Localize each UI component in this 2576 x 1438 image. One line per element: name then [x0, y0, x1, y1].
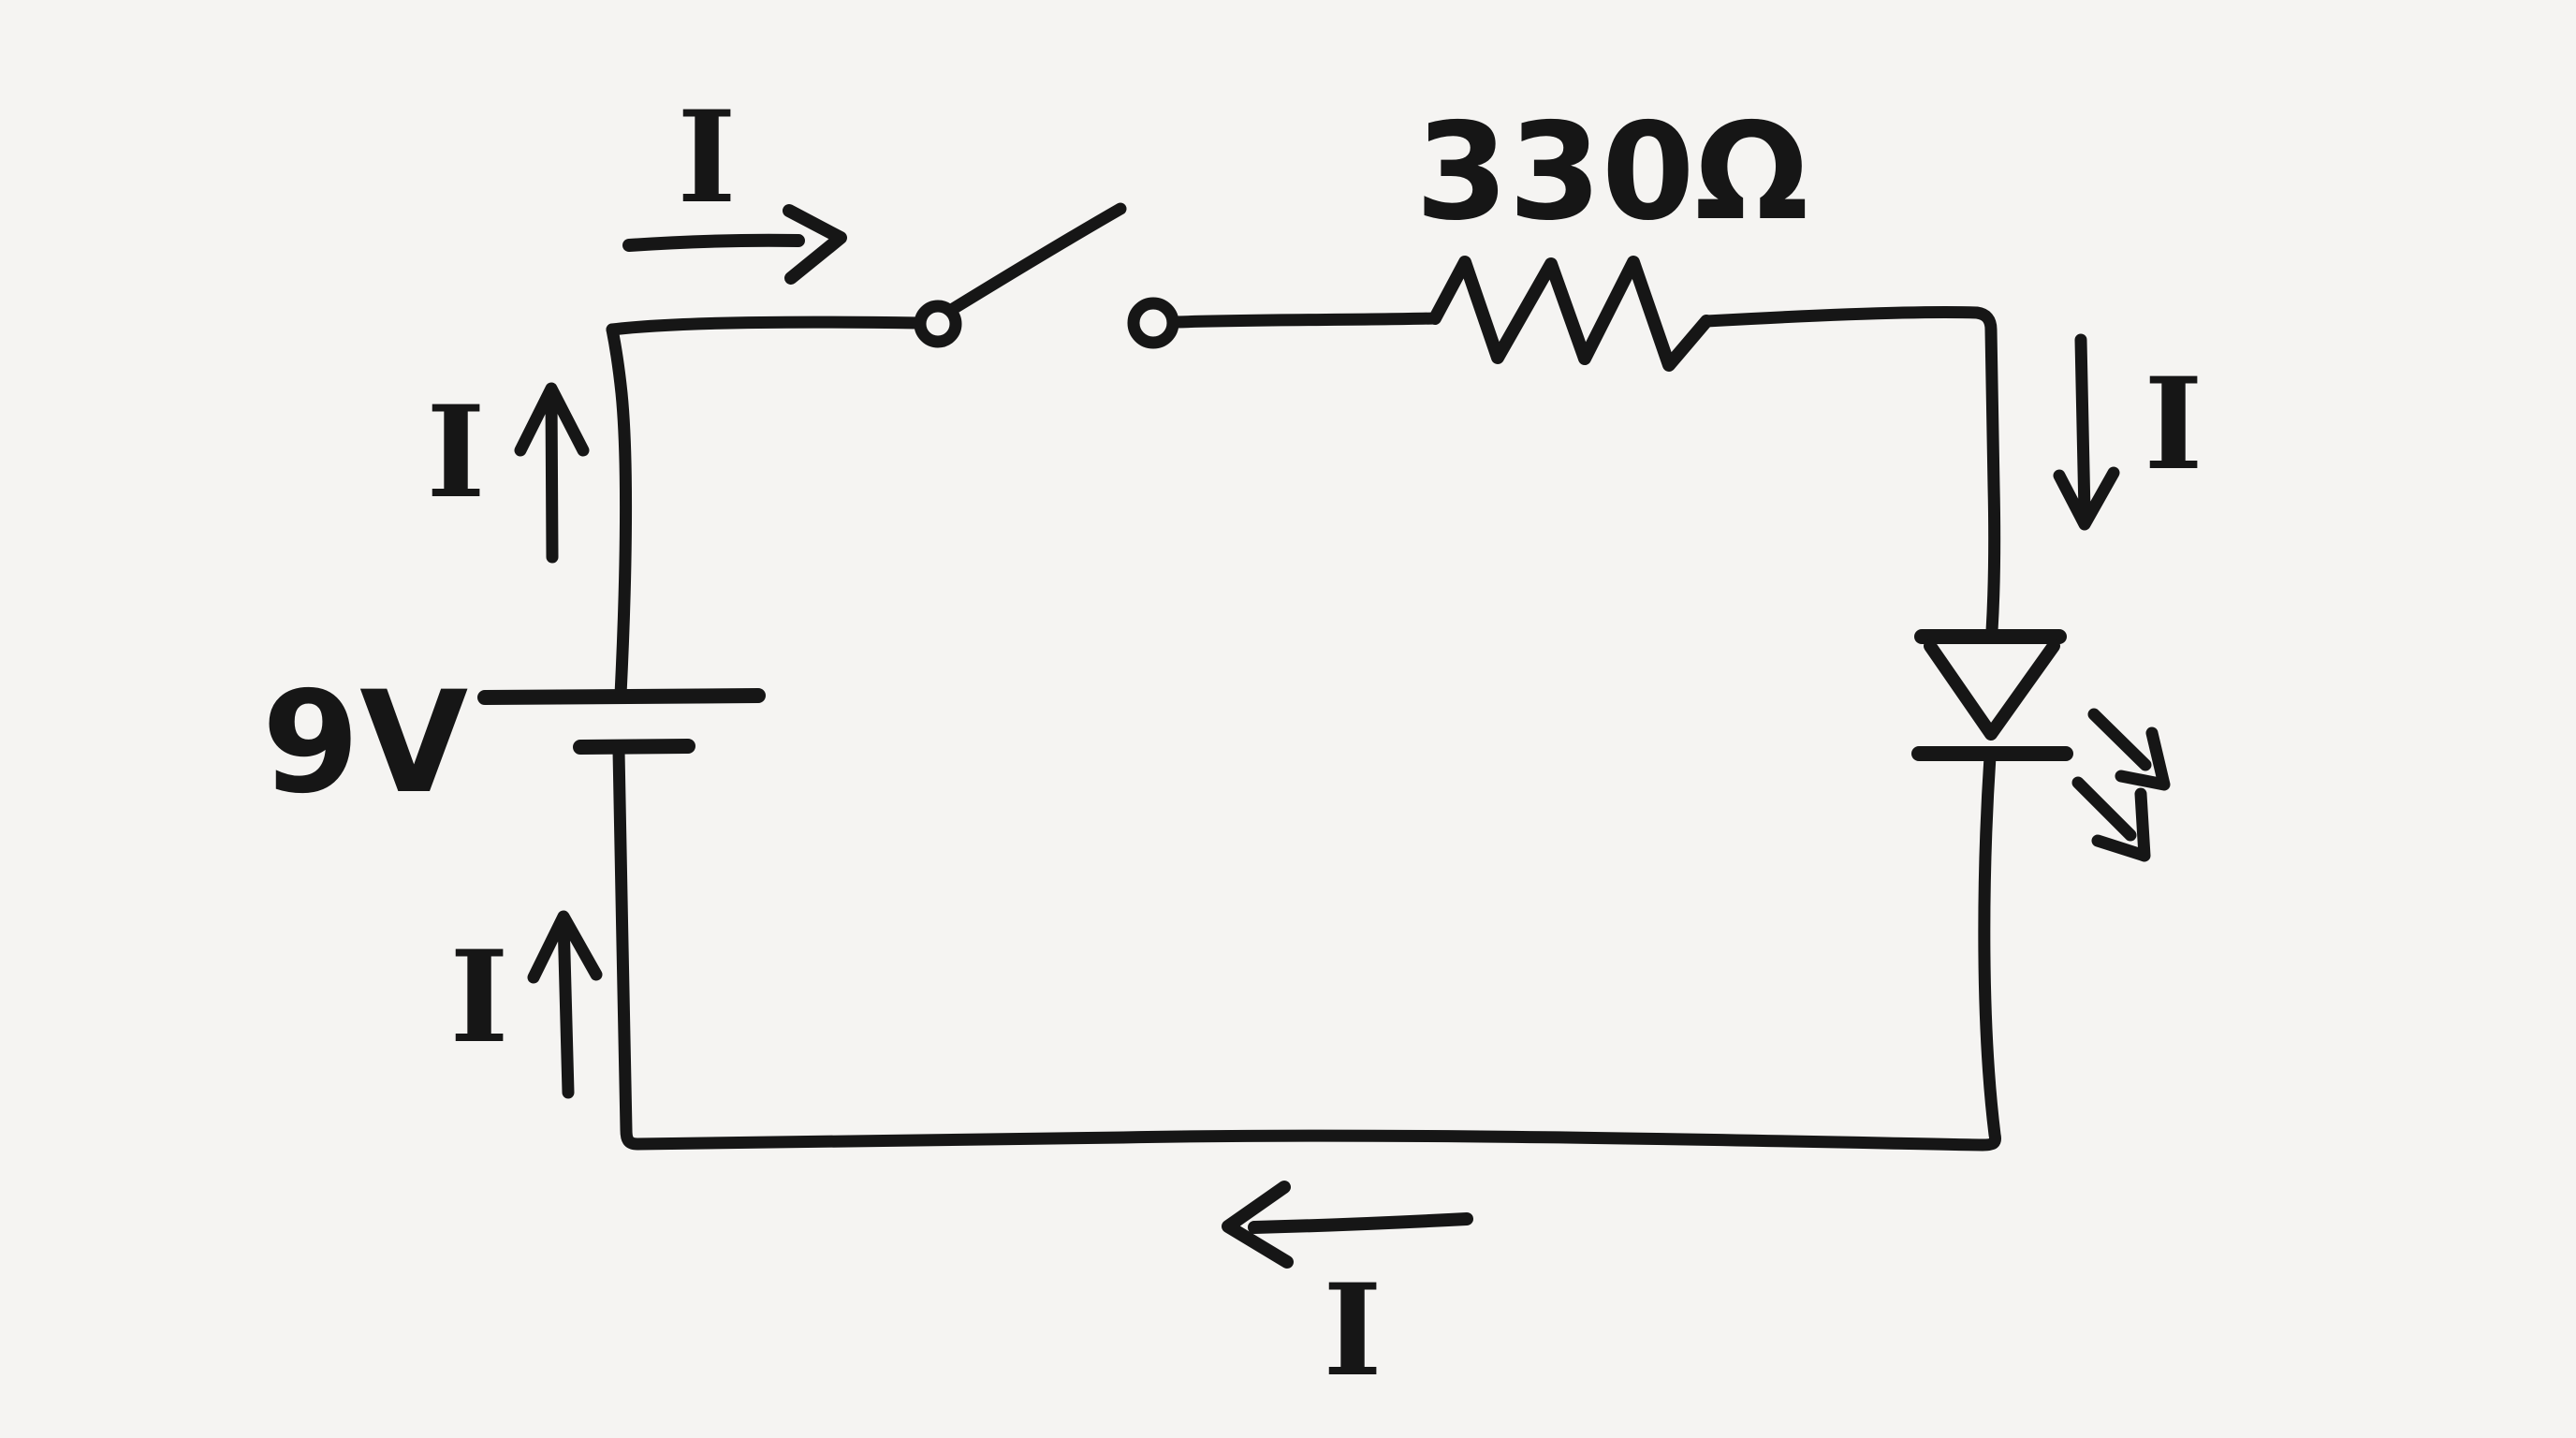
current-label-bottom: I — [1323, 1255, 1382, 1404]
wire-switch-to-resistor — [1169, 312, 1442, 329]
led-light-arrow-2-icon — [2071, 776, 2151, 862]
battery-short-plate — [573, 739, 695, 755]
current-label-right: I — [2144, 349, 2203, 498]
current-label-left-upper: I — [426, 377, 485, 526]
circuit-wires — [606, 305, 2002, 1152]
current-annotation-left-lower: I — [449, 910, 603, 1099]
current-arrow-right-icon — [622, 204, 847, 285]
current-label-left-lower: I — [449, 922, 508, 1071]
wire-right-upper — [1700, 305, 2001, 638]
battery-symbol: 9V — [262, 662, 766, 825]
wire-top — [606, 315, 926, 336]
current-annotation-right: I — [2053, 333, 2203, 531]
switch-terminal-left — [914, 300, 962, 348]
battery-voltage-label: 9V — [262, 662, 468, 825]
battery-long-plate — [477, 688, 766, 705]
current-annotation-left-upper: I — [426, 377, 590, 564]
led-light-arrows — [2071, 708, 2171, 862]
current-arrow-up-lower-icon — [527, 910, 603, 1099]
current-arrow-up-icon — [514, 382, 590, 564]
current-arrow-down-icon — [2053, 333, 2120, 531]
led-light-arrow-1-icon — [2087, 708, 2171, 791]
current-arrow-left-icon — [1222, 1181, 1473, 1269]
wire-left-upper — [606, 323, 633, 701]
current-annotation-top: I — [622, 82, 847, 285]
current-annotation-bottom: I — [1222, 1181, 1473, 1404]
resistor-zigzag — [1428, 256, 1713, 372]
led-triangle — [1924, 639, 2060, 741]
current-label-top: I — [677, 82, 736, 231]
wire-bottom-loop — [612, 744, 2002, 1152]
switch-terminal-right — [1127, 297, 1179, 349]
led-symbol — [1911, 629, 2171, 862]
switch-lever — [946, 202, 1127, 315]
resistor-symbol: 330Ω — [1415, 94, 1808, 372]
switch-symbol — [914, 202, 1179, 349]
resistor-value-label: 330Ω — [1415, 94, 1808, 250]
